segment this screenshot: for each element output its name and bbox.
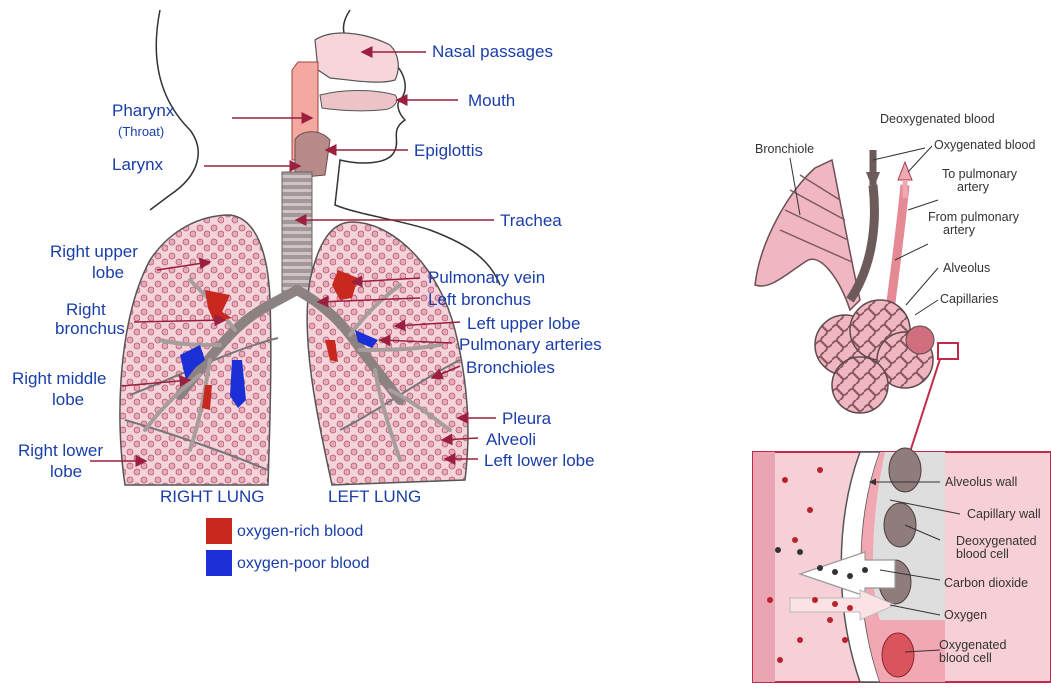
label-right-upper-lobe-line2: lobe	[92, 263, 124, 282]
label-left-lower-lobe: Left lower lobe	[484, 451, 595, 470]
alveolus-cluster	[755, 150, 958, 452]
label-epiglottis: Epiglottis	[414, 141, 483, 160]
label-oxygen: Oxygen	[944, 609, 987, 622]
legend-label-oxygen-rich: oxygen-rich blood	[237, 522, 363, 541]
label-bronchioles: Bronchioles	[466, 358, 555, 377]
label-deoxy-cell-line2: blood cell	[956, 548, 1009, 561]
label-bronchiole: Bronchiole	[755, 143, 814, 156]
label-left-bronchus: Left bronchus	[428, 290, 531, 309]
label-pulmonary-arteries: Pulmonary arteries	[459, 335, 602, 354]
label-alveolus-wall: Alveolus wall	[945, 476, 1017, 489]
legend-swatch-oxygen-rich	[206, 518, 232, 544]
label-alveolus: Alveolus	[943, 262, 990, 275]
label-from-pulmonary-line2: artery	[943, 224, 975, 237]
label-right-middle-lobe-line1: Right middle	[12, 369, 107, 388]
label-alveoli: Alveoli	[486, 430, 536, 449]
label-carbon-dioxide: Carbon dioxide	[944, 577, 1028, 590]
label-pharynx: Pharynx	[112, 101, 174, 120]
label-right-bronchus-line2: bronchus	[55, 319, 125, 338]
label-left-lung: LEFT LUNG	[328, 487, 421, 506]
label-right-middle-lobe-line2: lobe	[52, 390, 84, 409]
legend-label-oxygen-poor: oxygen-poor blood	[237, 554, 370, 573]
legend-swatch-oxygen-poor	[206, 550, 232, 576]
label-nasal-passages: Nasal passages	[432, 42, 553, 61]
label-right-lower-lobe-line1: Right lower	[18, 441, 103, 460]
label-left-upper-lobe: Left upper lobe	[467, 314, 580, 333]
label-capillary-wall: Capillary wall	[967, 508, 1041, 521]
label-right-lung: RIGHT LUNG	[160, 487, 265, 506]
trachea	[282, 172, 312, 292]
label-oxygenated-cell-line2: blood cell	[939, 652, 992, 665]
label-larynx: Larynx	[112, 155, 163, 174]
label-right-bronchus-line1: Right	[66, 300, 106, 319]
label-throat: (Throat)	[118, 122, 164, 141]
label-to-pulmonary-line2: artery	[957, 181, 989, 194]
label-right-upper-lobe-line1: Right upper	[50, 242, 138, 261]
label-pleura: Pleura	[502, 409, 551, 428]
label-pulmonary-vein: Pulmonary vein	[428, 268, 545, 287]
label-oxygenated-blood: Oxygenated blood	[934, 139, 1035, 152]
label-capillaries: Capillaries	[940, 293, 998, 306]
label-right-lower-lobe-line2: lobe	[50, 462, 82, 481]
label-trachea: Trachea	[500, 211, 562, 230]
label-mouth: Mouth	[468, 91, 515, 110]
label-deoxygenated-blood: Deoxygenated blood	[880, 113, 995, 126]
